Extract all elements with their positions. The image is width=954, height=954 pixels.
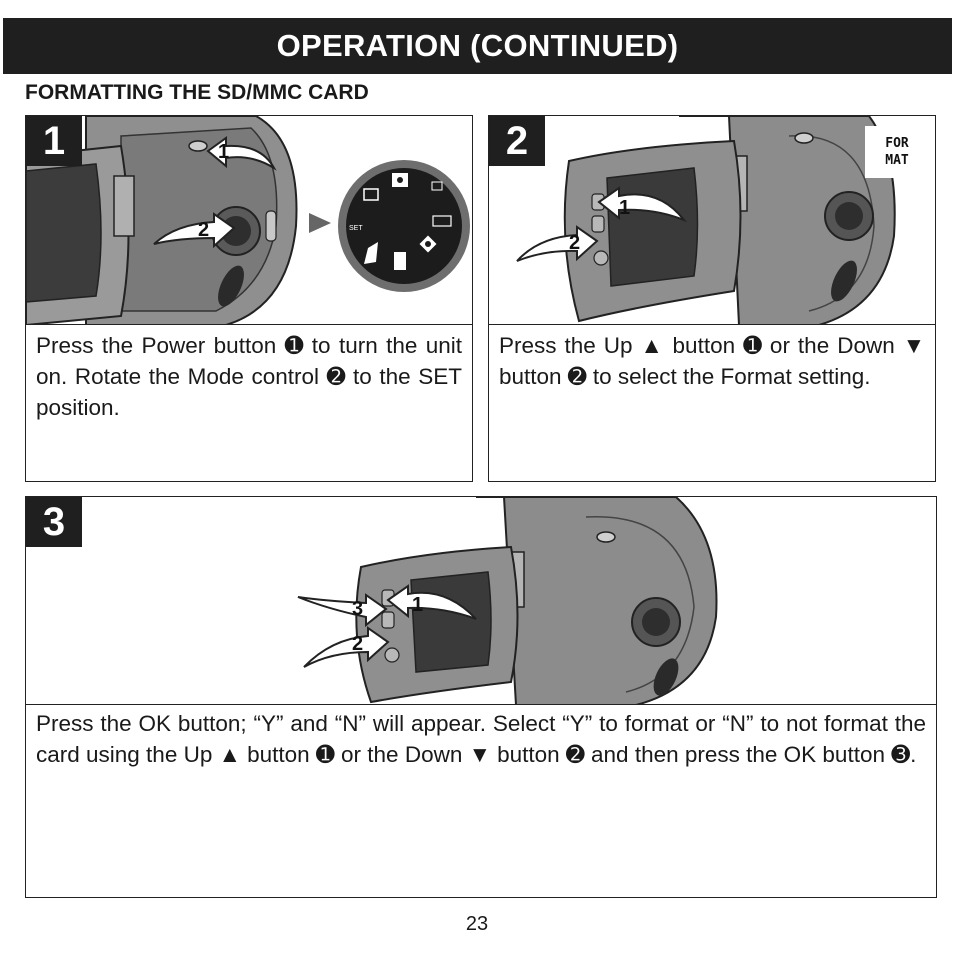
step-panel-1: 1 2 SET 1 Press the Power button ➊ to tu… (25, 115, 473, 482)
step-3-callout-3: 3 (352, 598, 363, 620)
format-icon-line-1: FOR (885, 136, 909, 151)
step-2-illustration: 1 2 FOR MAT 2 (489, 116, 935, 325)
step-3-callout-1: 1 (412, 594, 423, 616)
step-3-callout-2: 2 (352, 633, 363, 655)
camera-ok-button-illustration: 1 3 2 (297, 497, 718, 704)
camera-screen-illustration: 1 2 FOR MAT (516, 116, 935, 324)
step-3-illustration: 1 3 2 3 (26, 497, 936, 705)
format-icon-box (865, 126, 935, 178)
section-title: FORMATTING THE SD/MMC CARD (25, 81, 369, 104)
dial-set-label: SET (349, 225, 363, 232)
step-number-badge: 1 (26, 116, 82, 166)
page-header: OPERATION (CONTINUED) (3, 18, 952, 74)
format-icon-line-2: MAT (885, 153, 909, 168)
step-2-callout-1: 1 (619, 197, 630, 219)
camera-power-dial-illustration: 1 2 SET (26, 116, 470, 324)
step-number-badge: 3 (26, 497, 82, 547)
step-1-illustration: 1 2 SET 1 (26, 116, 472, 325)
step-1-instructions: Press the Power button ➊ to turn the uni… (36, 333, 462, 420)
step-1-callout-2: 2 (198, 219, 209, 241)
step-1-callout-1: 1 (218, 141, 229, 163)
step-number-badge: 2 (489, 116, 545, 166)
step-panel-3: 1 3 2 3 Press the OK button; “Y” and “N”… (25, 496, 937, 898)
step-2-instructions: Press the Up ▲ button ➊ or the Down ▼ bu… (499, 333, 925, 389)
step-2-callout-2: 2 (569, 232, 580, 254)
page-header-title: OPERATION (CONTINUED) (276, 28, 679, 63)
step-panel-2: 1 2 FOR MAT 2 Press the Up ▲ button ➊ or… (488, 115, 936, 482)
page-number: 23 (465, 913, 489, 935)
step-3-instructions: Press the OK button; “Y” and “N” will ap… (36, 711, 926, 767)
